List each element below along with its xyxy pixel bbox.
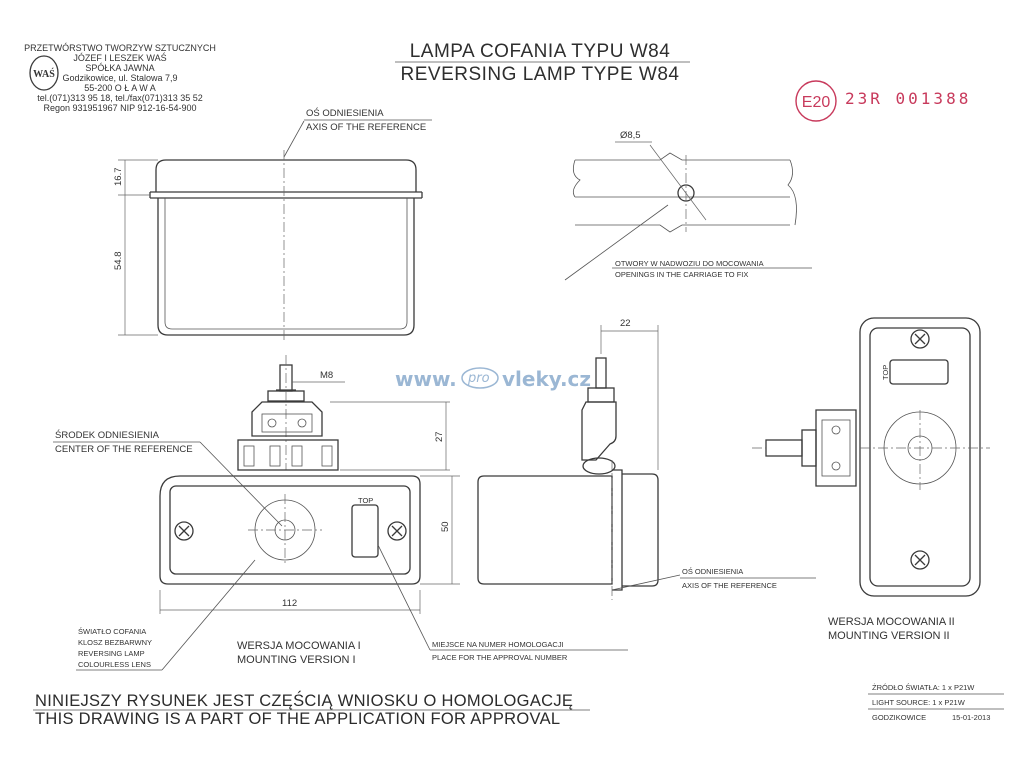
statement-pl: NINIEJSZY RYSUNEK JEST CZĘŚCIĄ WNIOSKU O… <box>35 691 573 710</box>
approval-number-field <box>351 504 379 558</box>
dim-lid-height: 16.7 <box>113 168 124 187</box>
hole-note-en: OPENINGS IN THE CARRIAGE TO FIX <box>615 270 748 279</box>
hole-diameter: Ø8,5 <box>620 130 641 141</box>
statement-en: THIS DRAWING IS A PART OF THE APPLICATIO… <box>35 710 560 728</box>
dim-body-height: 54.8 <box>113 252 124 271</box>
top-mark: TOP <box>358 496 373 505</box>
company-name-line: PRZETWÓRSTWO TWORZYW SZTUCZNYCH <box>24 43 216 53</box>
version-two-top-mark: TOP <box>881 365 890 380</box>
title-english: REVERSING LAMP TYPE W84 <box>401 64 680 85</box>
front-view: M8 TOP 27 50 112 <box>53 355 628 671</box>
version-one-pl: WERSJA MOCOWANIA I <box>237 640 361 652</box>
approval-stamp: E20 23R 001388 <box>795 80 971 122</box>
thread-size: M8 <box>320 370 333 381</box>
company-regon-line: Regon 931951967 NIP 912-16-54-900 <box>44 103 197 113</box>
side-axis-label-pl: OŚ ODNIESIENIA <box>682 567 743 576</box>
company-address-line: Godzikowice, ul. Stalowa 7,9 <box>62 73 177 83</box>
approval-place-en: PLACE FOR THE APPROVAL NUMBER <box>432 653 568 662</box>
watermark-prefix: www. <box>395 367 457 391</box>
approval-number: 23R 001388 <box>845 89 971 108</box>
company-header: WAŚ PRZETWÓRSTWO TWORZYW SZTUCZNYCH JÓZE… <box>24 43 216 113</box>
title-polish: LAMPA COFANIA TYPU W84 <box>410 41 671 62</box>
company-name-line: SPÓŁKA JAWNA <box>85 63 154 73</box>
footer-statement: NINIEJSZY RYSUNEK JEST CZĘŚCIĄ WNIOSKU O… <box>33 691 590 728</box>
lens-label-line: ŚWIATŁO COFANIA <box>78 627 146 636</box>
version-one-en: MOUNTING VERSION I <box>237 654 356 666</box>
hole-note-pl: OTWORY W NADWOZIU DO MOCOWANIA <box>615 259 764 268</box>
dim-112: 112 <box>282 598 297 609</box>
logo-lettering: WAŚ <box>33 68 55 80</box>
dim-50: 50 <box>440 521 451 532</box>
side-axis-label-en: AXIS OF THE REFERENCE <box>682 581 777 590</box>
lens-label-line: COLOURLESS LENS <box>78 660 151 669</box>
light-source-pl: ŻRÓDŁO ŚWIATŁA: 1 x P21W <box>872 683 975 692</box>
watermark-pro: pro <box>467 371 490 386</box>
company-phone-line: tel.(071)313 95 18, tel./fax(071)313 35 … <box>37 93 203 103</box>
top-view: OŚ ODNIESIENIA AXIS OF THE REFERENCE 16.… <box>113 107 432 342</box>
watermark: www. pro vleky.cz <box>395 367 591 391</box>
center-label-en: CENTER OF THE REFERENCE <box>55 444 193 455</box>
top-axis-label-pl: OŚ ODNIESIENIA <box>306 107 384 119</box>
hole-detail: Ø8,5 OTWORY W NADWOZIU DO MOCOWANIA OPEN… <box>564 130 812 281</box>
center-label-pl: ŚRODEK ODNIESIENIA <box>55 429 160 441</box>
dim-27: 27 <box>434 431 445 442</box>
approval-place-pl: MIEJSCE NA NUMER HOMOLOGACJI <box>432 640 564 649</box>
version-two-view: TOP WERSJA MOCOWANIA II MOUNTING VERSION… <box>752 317 990 642</box>
lens-label-line: KLOSZ BEZBARWNY <box>78 638 152 647</box>
version-two-label-pl: WERSJA MOCOWANIA II <box>828 616 955 628</box>
company-address-line: 55-200 O Ł A W A <box>84 83 156 93</box>
title-block: ŻRÓDŁO ŚWIATŁA: 1 x P21W LIGHT SOURCE: 1… <box>868 683 1004 722</box>
lens-pattern <box>169 485 411 575</box>
light-source-en: LIGHT SOURCE: 1 x P21W <box>872 698 966 707</box>
approval-mark: E20 <box>802 94 831 111</box>
company-name-line: JÓZEF I LESZEK WAŚ <box>73 52 166 63</box>
watermark-suffix: vleky.cz <box>502 367 591 391</box>
company-logo: WAŚ <box>29 55 59 91</box>
drawing-date: 15-01-2013 <box>952 713 990 722</box>
side-view: 22 OŚ ODNIESIENIA AXIS OF THE REFERENCE <box>477 318 816 600</box>
lens-label-line: REVERSING LAMP <box>78 649 145 658</box>
version-two-label-en: MOUNTING VERSION II <box>828 630 950 642</box>
drawing-title: LAMPA COFANIA TYPU W84 REVERSING LAMP TY… <box>395 41 690 85</box>
dim-22: 22 <box>620 318 631 329</box>
top-axis-label-en: AXIS OF THE REFERENCE <box>306 122 426 133</box>
drawing-place: GODZIKOWICE <box>872 713 926 722</box>
